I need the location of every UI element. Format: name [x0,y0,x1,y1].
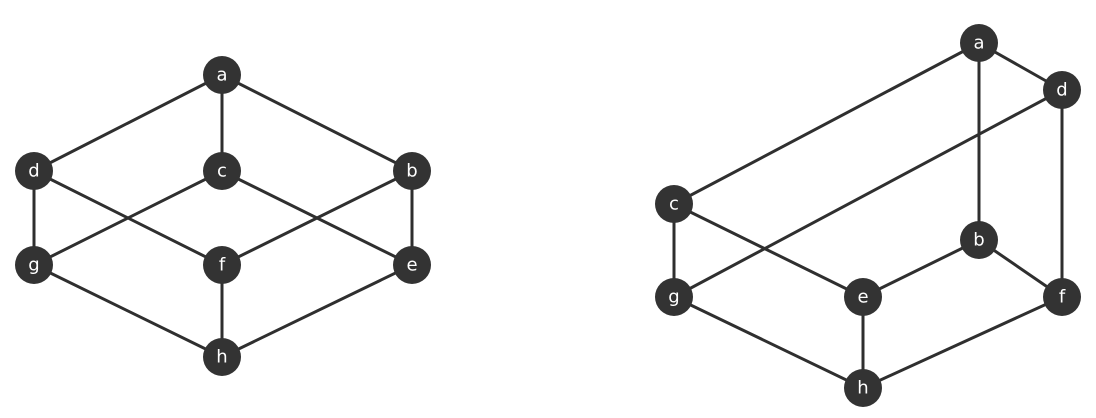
left-node-h-label: h [216,347,227,368]
right-node-h-circle [844,369,882,407]
right-edge-g-h [672,295,865,390]
right-node-g-label: g [668,287,679,308]
right-node-h: h [844,369,882,407]
left-edge-a-b [220,73,414,173]
left-node-e-label: e [406,255,417,276]
right-graph-nodes: a b c d e f g h [655,24,1081,407]
right-edge-a-c [672,41,981,206]
right-node-a-label: a [973,33,984,54]
left-edge-g-h [32,263,224,359]
right-edge-d-g [672,88,1064,299]
right-node-f-circle [1043,278,1081,316]
right-node-b-label: b [973,230,984,251]
left-node-e-circle [393,246,431,284]
right-edge-f-h [861,295,1064,390]
left-node-c-circle [203,152,241,190]
left-graph: a b c d e f g h [15,56,431,376]
right-node-c: c [655,185,693,223]
right-node-c-circle [655,185,693,223]
left-node-h-circle [203,338,241,376]
right-node-b: b [960,221,998,259]
left-node-f: f [203,246,241,284]
right-node-e-circle [844,278,882,316]
left-node-g-circle [15,246,53,284]
right-node-b-circle [960,221,998,259]
right-edge-c-e [672,202,865,299]
right-graph: a b c d e f g h [655,24,1081,407]
right-edge-b-e [861,238,981,299]
left-node-f-label: f [219,255,226,276]
left-node-e: e [393,246,431,284]
left-node-d: d [15,152,53,190]
right-node-g: g [655,278,693,316]
left-node-a-label: a [216,65,227,86]
left-node-f-circle [203,246,241,284]
right-graph-edges [672,41,1064,390]
right-node-a-circle [960,24,998,62]
left-node-d-label: d [28,161,39,182]
right-node-c-label: c [669,194,679,215]
right-node-d-label: d [1056,80,1067,101]
right-node-d: d [1043,71,1081,109]
left-graph-nodes: a b c d e f g h [15,56,431,376]
left-node-b-label: b [406,161,417,182]
left-node-b: b [393,152,431,190]
right-node-g-circle [655,278,693,316]
right-node-d-circle [1043,71,1081,109]
left-node-b-circle [393,152,431,190]
left-node-c-label: c [217,161,227,182]
left-graph-edges [32,73,414,359]
right-node-h-label: h [857,378,868,399]
left-node-g-label: g [28,255,39,276]
right-node-f: f [1043,278,1081,316]
left-edge-c-g [32,169,224,267]
right-node-a: a [960,24,998,62]
left-node-c: c [203,152,241,190]
left-node-a-circle [203,56,241,94]
left-edge-a-d [32,73,224,173]
right-node-f-label: f [1059,287,1066,308]
right-node-e-label: e [857,287,868,308]
left-node-g: g [15,246,53,284]
left-node-a: a [203,56,241,94]
left-node-h: h [203,338,241,376]
left-node-d-circle [15,152,53,190]
left-edge-b-f [220,169,414,267]
left-edge-e-h [220,263,414,359]
right-node-e: e [844,278,882,316]
